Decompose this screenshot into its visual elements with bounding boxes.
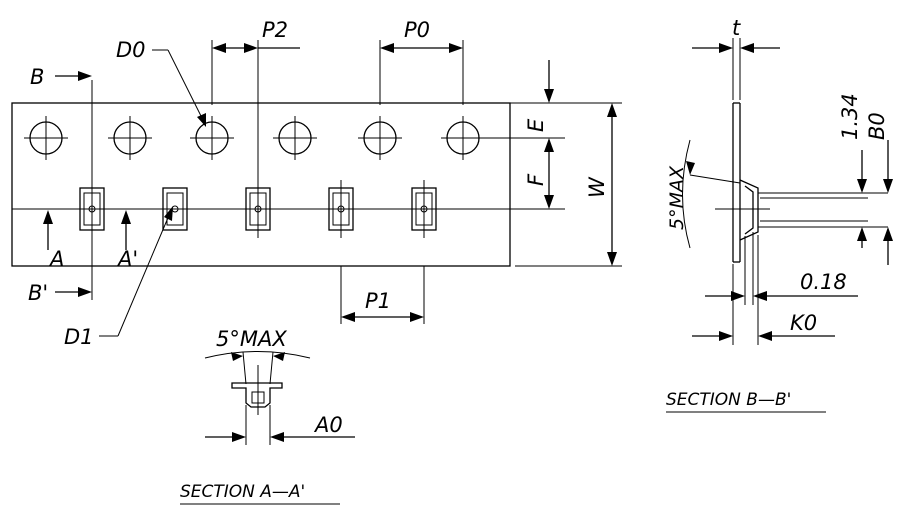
k0-dimension (692, 235, 835, 345)
b0-dimension (857, 140, 893, 265)
caption-section-aa: SECTION A—A' (180, 482, 305, 502)
label-e: E (524, 118, 548, 132)
sprocket-hole (441, 116, 485, 160)
sprocket-hole (108, 116, 152, 160)
sprocket-hole (190, 116, 234, 160)
d0-leader (152, 49, 206, 127)
label-d0: D0 (116, 38, 146, 62)
label-k0: K0 (790, 311, 817, 335)
label-p2: P2 (262, 18, 288, 42)
tape-outline (11, 102, 511, 267)
p0-dimension (379, 40, 464, 105)
w-dimension (515, 102, 622, 267)
section-bb-view (682, 102, 888, 263)
p2-dimension (211, 40, 300, 190)
label-5max-a: 5°MAX (216, 327, 287, 351)
label-p0: P0 (404, 18, 430, 42)
label-t: t (732, 16, 741, 40)
tape-top-view: B B' A A' D0 D1 (11, 18, 622, 349)
sprocket-hole-row (24, 116, 485, 160)
d1-leader (99, 206, 173, 337)
label-a: A (48, 247, 64, 271)
sprocket-hole (24, 116, 68, 160)
component-pocket (411, 180, 437, 238)
section-aa-view (204, 351, 355, 445)
label-a-prime: A' (116, 247, 138, 271)
label-w: W (585, 176, 609, 198)
f-dimension (510, 160, 565, 210)
label-b: B (30, 65, 44, 89)
label-d1: D1 (64, 325, 94, 349)
label-0-18: 0.18 (800, 270, 847, 294)
label-a0: A0 (313, 413, 343, 437)
component-pocket (328, 180, 354, 238)
label-b0: B0 (865, 112, 889, 140)
e-dimension (485, 60, 565, 160)
component-pocket (143, 187, 207, 231)
t-dimension (692, 38, 780, 100)
label-5max-b: 5°MAX (666, 165, 688, 230)
caption-section-bb: SECTION B—B' (666, 390, 791, 410)
sprocket-hole (273, 116, 317, 160)
sprocket-hole (358, 116, 402, 160)
section-cut-a (43, 210, 131, 250)
section-cut-b (55, 71, 93, 300)
label-f: F (524, 173, 548, 186)
p1-dimension (340, 266, 425, 324)
label-p1: P1 (365, 289, 391, 313)
label-1-34: 1.34 (838, 93, 862, 140)
label-b-prime: B' (28, 281, 48, 305)
dim-018-dimension (705, 232, 858, 305)
